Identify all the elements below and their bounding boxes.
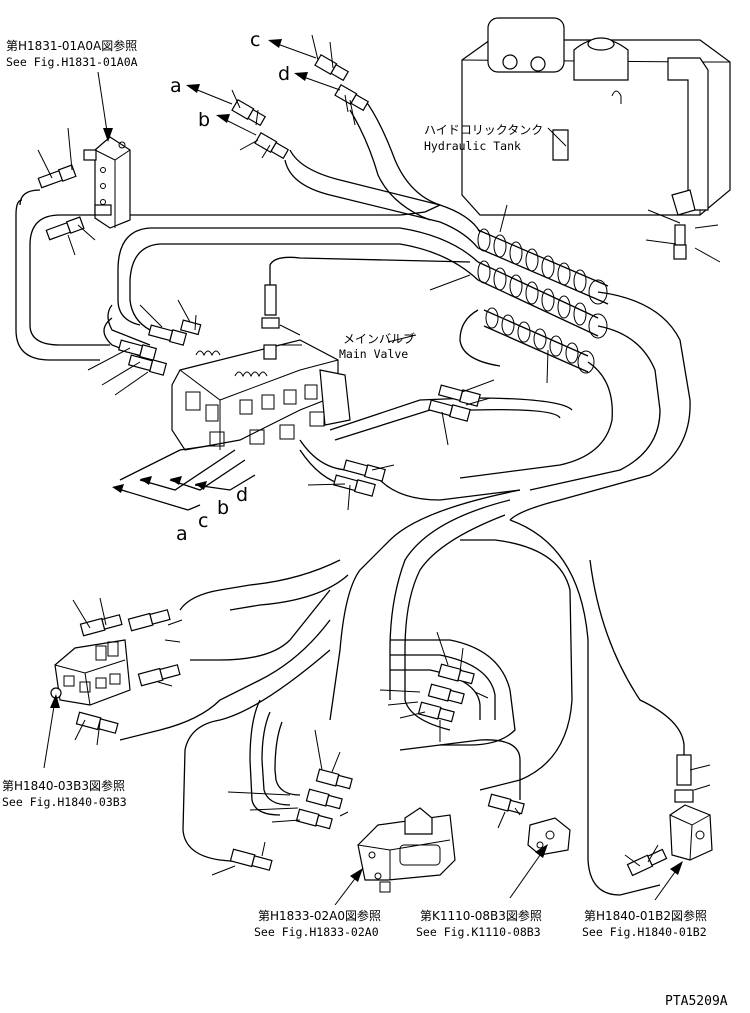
valve-h1840-01b2 bbox=[669, 754, 713, 861]
leader-lines bbox=[37, 34, 721, 876]
ref-h1831-en: See Fig.H1831-01A0A bbox=[6, 55, 138, 69]
manifold-h1840-03b3 bbox=[50, 639, 131, 706]
letter-top-d: d bbox=[278, 63, 290, 85]
manifold-h1831 bbox=[83, 136, 131, 229]
ref-k1110-en: See Fig.K1110-08B3 bbox=[416, 925, 541, 939]
hydraulic-tank bbox=[461, 17, 731, 216]
letter-bottom-d: d bbox=[236, 484, 248, 506]
ref-h1840-03b3-en: See Fig.H1840-03B3 bbox=[2, 795, 127, 809]
letter-top-b: b bbox=[198, 109, 210, 131]
tank-label-jp: ハイドロリックタンク bbox=[424, 123, 543, 137]
reference-arrows bbox=[43, 71, 683, 906]
hose-runs bbox=[15, 99, 691, 896]
main-valve bbox=[171, 339, 351, 451]
ref-h1840-01b2-en: See Fig.H1840-01B2 bbox=[582, 925, 707, 939]
hose-bundle-return bbox=[477, 228, 609, 374]
drawing-code: PTA5209A bbox=[665, 994, 728, 1009]
letter-bottom-b: b bbox=[217, 497, 229, 519]
letter-arrows bbox=[112, 39, 341, 511]
valve-label-en: Main Valve bbox=[339, 347, 408, 361]
ref-h1833-jp: 第H1833-02A0図参照 bbox=[258, 908, 381, 923]
ref-h1840-01b2-jp: 第H1840-01B2図参照 bbox=[584, 908, 707, 923]
tank-label-en: Hydraulic Tank bbox=[424, 139, 521, 153]
letter-top-c: c bbox=[250, 29, 260, 51]
valve-top-fittings bbox=[261, 256, 471, 360]
ref-h1833-en: See Fig.H1833-02A0 bbox=[254, 925, 379, 939]
block-h1833 bbox=[357, 807, 456, 893]
letter-top-a: a bbox=[170, 75, 182, 97]
ref-h1840-03b3-jp: 第H1840-03B3図参照 bbox=[2, 778, 125, 793]
valve-label-jp: メインバルブ bbox=[343, 331, 415, 346]
letter-bottom-c: c bbox=[198, 510, 208, 532]
ref-k1110-jp: 第K1110-08B3図参照 bbox=[420, 908, 542, 923]
ref-h1831-jp: 第H1831-01A0A図参照 bbox=[6, 38, 137, 53]
letter-bottom-a: a bbox=[176, 523, 188, 545]
valve-k1110 bbox=[527, 817, 571, 856]
